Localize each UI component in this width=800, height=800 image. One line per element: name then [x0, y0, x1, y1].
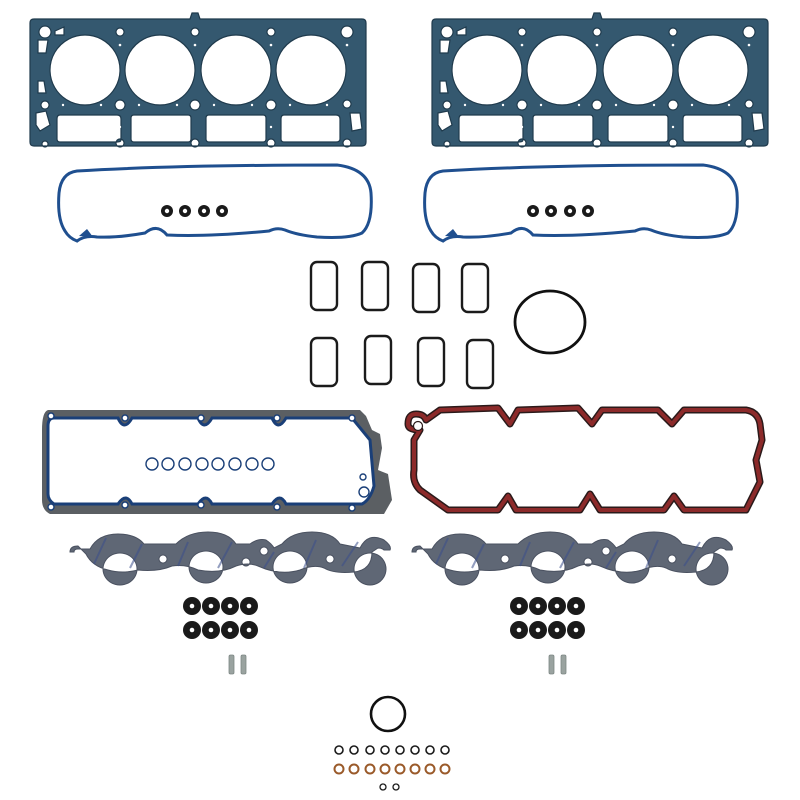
- small-parts-cluster: [333, 695, 451, 791]
- exhaust-manifold-gasket-right: [411, 531, 734, 586]
- head-gasket-right: [431, 12, 769, 148]
- large-o-ring: [369, 695, 407, 733]
- dowel-pins-right: [548, 654, 567, 675]
- copper-o-rings: [333, 763, 451, 775]
- valve-stem-seals-left: [183, 597, 258, 639]
- valve-stem-seals-right: [510, 597, 585, 639]
- rear-cover-gasket-red: [404, 404, 766, 514]
- valve-cover-gasket-right: [423, 163, 739, 243]
- intake-port-seals: [309, 260, 495, 390]
- dowel-pins-left: [228, 654, 247, 675]
- valley-cover-gasket: [42, 410, 392, 514]
- head-gasket-left: [29, 12, 367, 148]
- tiny-o-rings: [379, 783, 400, 791]
- throttle-body-o-ring: [513, 289, 587, 355]
- exhaust-manifold-gasket-left: [69, 531, 392, 586]
- black-o-rings: [334, 745, 450, 755]
- valve-cover-gasket-left: [57, 163, 373, 243]
